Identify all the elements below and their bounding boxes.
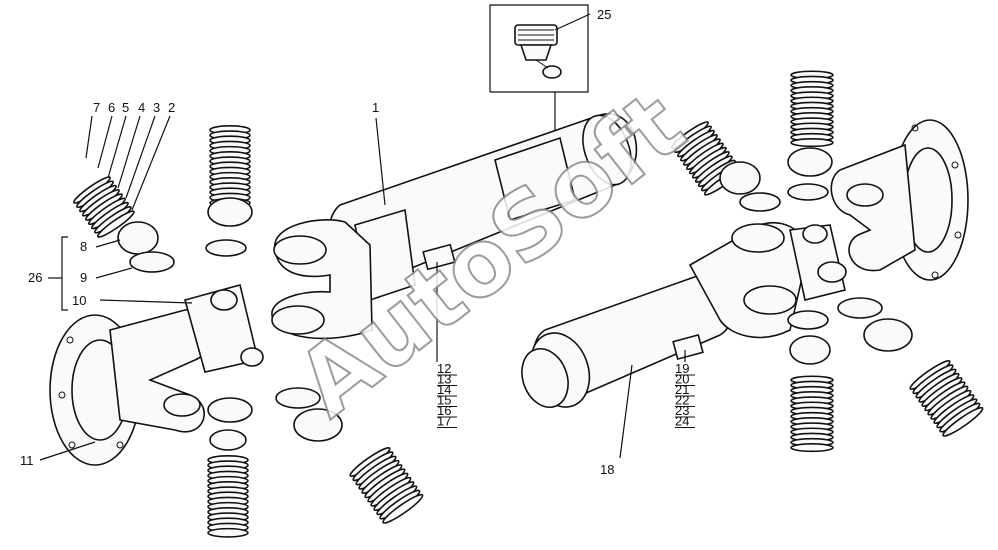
seal-ring [275, 387, 321, 409]
kit-part-number: 21 [675, 382, 689, 397]
bearing-cap [787, 147, 833, 177]
coil-spring [209, 125, 251, 208]
kit-part-number: 12 [437, 361, 451, 376]
kit-part-number: 19 [675, 361, 689, 376]
leader-lines [39, 13, 686, 461]
part-labels: 1 7 6 5 4 3 2 8 9 10 26 11 25 18 [20, 7, 614, 477]
kit-part-number: 24 [675, 414, 689, 429]
spring-group [73, 70, 984, 538]
seal-ring [739, 192, 781, 212]
right-spider-cross [789, 224, 847, 301]
label-part-5: 5 [122, 100, 129, 115]
kit-part-number: 14 [437, 382, 451, 397]
coil-spring [73, 176, 135, 238]
bearing-cap [207, 397, 253, 423]
label-part-26: 26 [28, 270, 42, 285]
kit-part-number: 20 [675, 372, 689, 387]
spring-coil [207, 527, 249, 538]
spring-coil [96, 210, 135, 238]
grease-fitting-drawing [514, 24, 562, 79]
needle-bearing [117, 221, 159, 255]
grease-fitting-inset [489, 4, 589, 205]
needle-bearing [209, 429, 247, 451]
kit-part-number: 22 [675, 393, 689, 408]
right-shaft [521, 222, 808, 408]
bearing-cap [207, 197, 253, 227]
seal-ring [787, 310, 829, 330]
label-part-4: 4 [138, 100, 145, 115]
left-flange [49, 309, 212, 466]
left-spider-cross [184, 284, 264, 373]
seal-ring [787, 183, 829, 201]
seal-ring [837, 297, 883, 319]
kit-part-number: 13 [437, 372, 451, 387]
label-part-25: 25 [597, 7, 611, 22]
coil-spring [790, 375, 834, 453]
label-part-18: 18 [600, 462, 614, 477]
label-part-8: 8 [80, 239, 87, 254]
label-part-3: 3 [153, 100, 160, 115]
spring-coil [382, 493, 424, 524]
bearing-cap [863, 318, 913, 352]
coil-spring [349, 447, 424, 524]
label-part-1: 1 [372, 100, 379, 115]
kit-part-number: 16 [437, 403, 451, 418]
spring-coil [790, 138, 834, 148]
seal-ring [129, 251, 175, 273]
left-shaft [271, 113, 638, 340]
needle-bearing [789, 335, 831, 365]
label-part-10: 10 [72, 293, 86, 308]
kit-part-number: 15 [437, 393, 451, 408]
label-part-7: 7 [93, 100, 100, 115]
coil-spring [207, 455, 249, 538]
seal-ring [205, 239, 247, 257]
coil-spring [909, 360, 984, 437]
right-flange [830, 119, 969, 281]
label-part-6: 6 [108, 100, 115, 115]
needle-bearing [719, 161, 761, 195]
bearings-and-seals [117, 147, 913, 451]
label-part-2: 2 [168, 100, 175, 115]
label-part-11: 11 [20, 453, 34, 468]
spring-coil [942, 406, 984, 437]
spring-coil [790, 443, 834, 453]
coil-spring [790, 70, 834, 148]
kit-part-number: 23 [675, 403, 689, 418]
bearing-cap [293, 408, 343, 442]
kit-part-number: 17 [437, 414, 451, 429]
label-part-9: 9 [80, 270, 87, 285]
